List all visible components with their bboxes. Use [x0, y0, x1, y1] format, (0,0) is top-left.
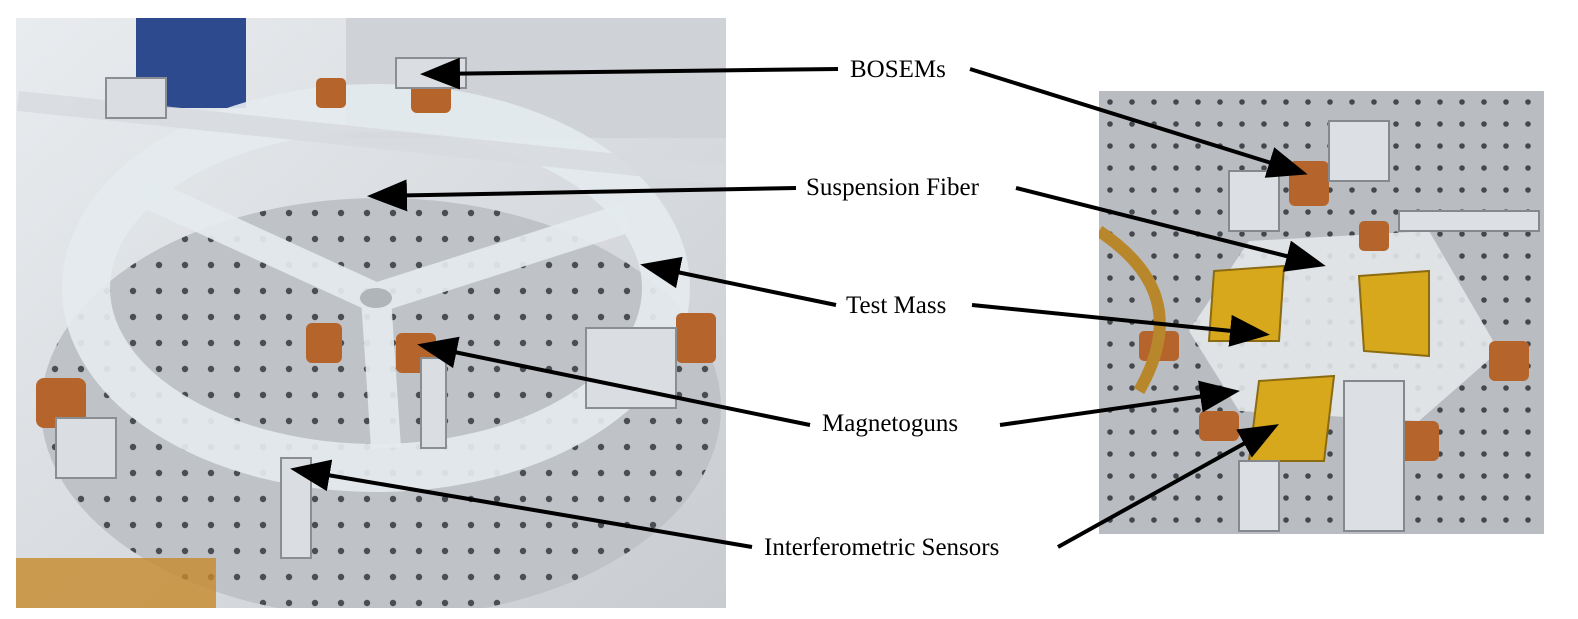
label-magnetoguns: Magnetoguns — [818, 409, 963, 439]
label-bosems: BOSEMs — [846, 55, 950, 85]
support-bar — [16, 90, 726, 186]
label-interferometric-sensors: Interferometric Sensors — [760, 533, 1004, 563]
label-suspension-fiber: Suspension Fiber — [802, 173, 983, 203]
gold-cable — [16, 558, 216, 608]
label-test-mass: Test Mass — [842, 291, 951, 321]
right-photo — [1099, 91, 1544, 534]
left-photo-illustration — [16, 18, 726, 608]
left-photo — [16, 18, 726, 608]
right-photo-illustration — [1099, 91, 1544, 534]
